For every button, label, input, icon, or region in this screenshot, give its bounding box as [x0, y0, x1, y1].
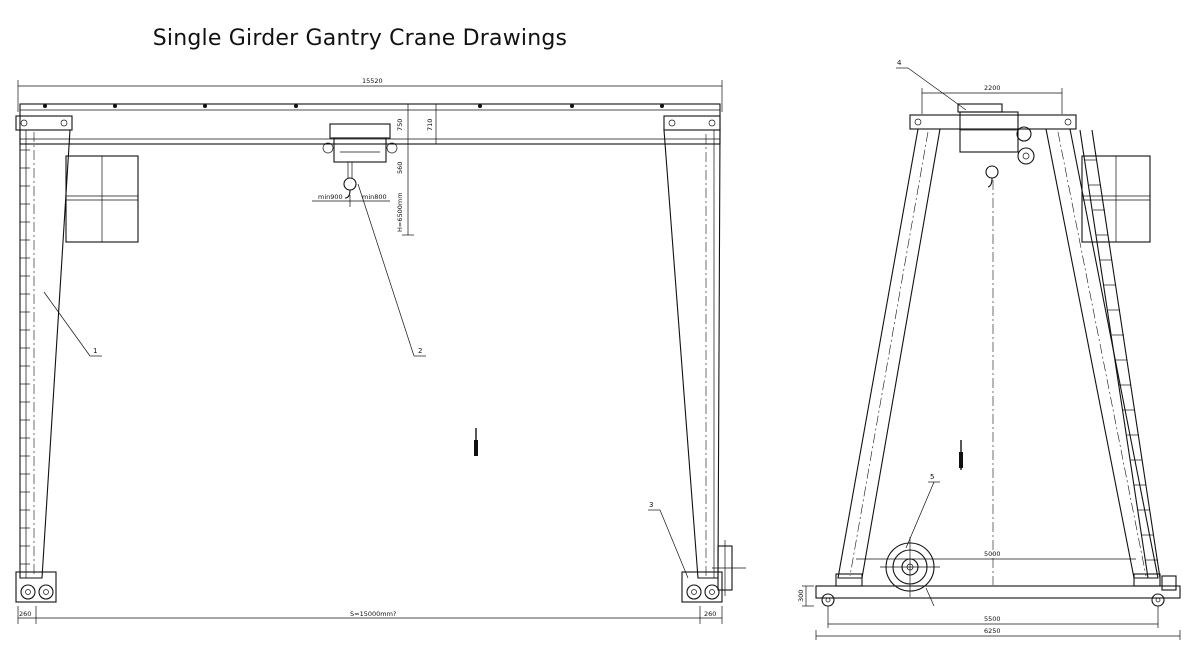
main-girder	[15, 103, 721, 145]
side-cabin	[1081, 155, 1151, 243]
side-callouts: 4 5	[896, 59, 967, 549]
side-top-beam	[909, 114, 1077, 130]
inner-width-dimension: 5000	[856, 550, 1136, 560]
hoist-dimensions: min900 min800 750 710 560 H=6500mm	[312, 103, 437, 236]
wheel-base-label: 5500	[984, 615, 1001, 623]
left-end-carriage	[15, 571, 57, 603]
operator-cabin	[65, 155, 139, 243]
left-leg	[19, 129, 71, 579]
girder-height-label: 750	[396, 119, 404, 131]
side-cable-reel	[880, 537, 940, 607]
ladder-rungs	[20, 149, 30, 565]
trolley-width-label: 2200	[984, 84, 1001, 92]
callout-4: 4	[897, 59, 902, 67]
side-trolley	[957, 103, 1035, 188]
front-view: 15520	[15, 77, 746, 624]
span-dimension: 260 S=15000mm? 260	[17, 606, 723, 624]
top-offset-label: 710	[426, 119, 434, 131]
base-height-label: 300	[797, 590, 805, 602]
callout-5: 5	[930, 473, 934, 481]
callout-2: 2	[418, 347, 422, 355]
cable-reel-front	[712, 540, 746, 596]
side-view: 2200	[797, 59, 1181, 640]
span-label: S=15000mm?	[350, 610, 396, 618]
side-left-leg	[837, 128, 941, 579]
overall-width-label: 6250	[984, 627, 1001, 635]
side-ladder	[1079, 129, 1161, 579]
overall-length-dimension: 15520	[17, 77, 723, 112]
drawing-title: Single Girder Gantry Crane Drawings	[152, 26, 568, 51]
min-right-label: min800	[362, 193, 387, 201]
side-base-dimensions: 300 5500 6250	[797, 585, 1181, 640]
right-end-label: 260	[704, 610, 716, 618]
right-leg	[663, 129, 721, 579]
hook-marker-front	[474, 428, 478, 456]
front-callouts: 1 2 3	[43, 183, 689, 579]
side-right-leg	[1045, 128, 1159, 579]
lift-height-label: H=6500mm	[396, 192, 404, 232]
electric-hoist	[322, 123, 398, 199]
callout-3: 3	[649, 501, 653, 509]
inner-width-label: 5000	[984, 550, 1001, 558]
hook-offset-label: 560	[396, 162, 404, 174]
overall-length-label: 15520	[362, 77, 383, 85]
min-left-label: min900	[318, 193, 343, 201]
left-end-label: 260	[19, 610, 31, 618]
hook-marker-side	[959, 440, 963, 470]
right-end-carriage	[681, 571, 723, 603]
trolley-width-dimension: 2200	[921, 84, 1063, 114]
side-base-beam	[815, 573, 1181, 607]
callout-1: 1	[93, 347, 97, 355]
